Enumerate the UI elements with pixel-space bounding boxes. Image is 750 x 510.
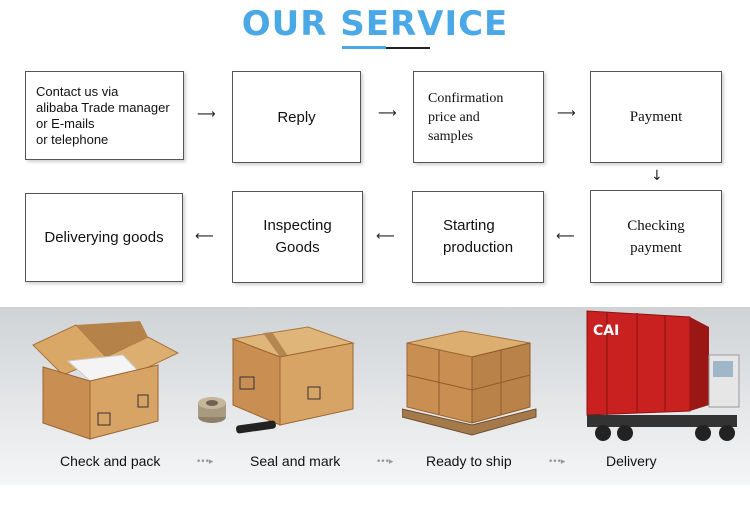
step-confirmation-text: Confirmation price and samples (428, 89, 503, 146)
step-contact-text: Contact us via alibaba Trade manager or … (36, 84, 170, 148)
step-contact-line: Contact us via (36, 83, 119, 99)
step-arrow-icon: •••▸ (376, 457, 393, 467)
step-checking-line: Checking (627, 217, 685, 234)
step-confirmation-line: Confirmation (428, 90, 504, 106)
caption-check-and-pack: Check and pack (60, 453, 161, 469)
left-arrow-icon: ⟵ (556, 229, 575, 244)
caption-seal-and-mark: Seal and mark (250, 453, 341, 469)
step-checking-text: Checking payment (627, 215, 685, 259)
step-arrow-icon: •••▸ (548, 457, 565, 467)
right-arrow-icon: ⟶ (557, 106, 576, 121)
container-truck-image: CAI (586, 310, 740, 441)
title-underline (386, 47, 430, 49)
step-contact-line: alibaba Trade manager (36, 99, 170, 115)
step-confirmation: Confirmation price and samples (413, 71, 544, 163)
step-contact-line: or telephone (36, 131, 109, 147)
step-arrow-icon: •••▸ (196, 457, 213, 467)
right-arrow-icon: ⟶ (197, 107, 216, 122)
step-starting-line: Starting (443, 217, 495, 234)
caption-delivery: Delivery (606, 453, 657, 469)
step-payment-label: Payment (629, 108, 683, 125)
step-reply: Reply (232, 71, 361, 163)
pallet-image (402, 330, 537, 436)
right-arrow-icon: ⟶ (378, 106, 397, 121)
step-confirmation-line: samples (428, 128, 474, 144)
left-arrow-icon: ⟵ (195, 229, 214, 244)
step-inspecting-line: Goods (275, 239, 320, 256)
step-confirmation-line: price and (428, 109, 480, 125)
step-reply-label: Reply (277, 108, 316, 126)
step-checking-line: payment (630, 239, 682, 256)
step-inspecting-text: Inspecting Goods (263, 215, 331, 259)
step-delivering: Deliverying goods (25, 193, 183, 282)
step-contact-line: or E-mails (36, 115, 95, 131)
step-payment: Payment (590, 71, 722, 163)
step-starting-line: production (443, 239, 514, 256)
step-starting: Starting production (412, 191, 544, 283)
down-arrow-icon: ↓ (651, 168, 663, 184)
sealed-box-image (198, 326, 355, 434)
container-logo: CAI (593, 323, 619, 339)
open-box-image (32, 321, 180, 440)
step-inspecting-line: Inspecting (263, 217, 332, 234)
page-title: OUR SERVICE (241, 4, 509, 44)
logistics-band: CAI Check and pack •••▸ Seal and mark ••… (0, 307, 750, 485)
step-checking: Checking payment (590, 190, 722, 283)
step-delivering-label: Deliverying goods (44, 229, 164, 246)
title-underline-accent (342, 46, 386, 49)
step-starting-text: Starting production (443, 215, 513, 259)
step-contact: Contact us via alibaba Trade manager or … (25, 71, 184, 160)
left-arrow-icon: ⟵ (376, 229, 395, 244)
caption-ready-to-ship: Ready to ship (426, 453, 512, 469)
step-inspecting: Inspecting Goods (232, 191, 363, 283)
